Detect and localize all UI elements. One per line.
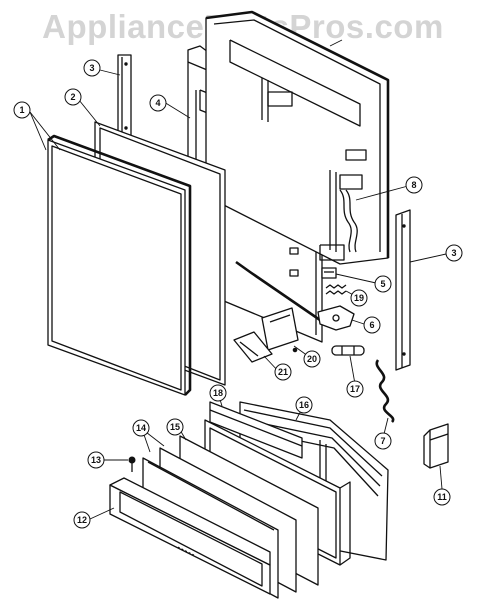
callout-1: 1 xyxy=(13,101,31,119)
svg-text:18: 18 xyxy=(213,388,223,398)
part-front-trim-frame[interactable] xyxy=(109,477,271,595)
callout-3-left: 3 xyxy=(83,59,101,77)
svg-text:1: 1 xyxy=(19,105,24,115)
part-latch-plate[interactable] xyxy=(233,331,273,363)
part-trim-strip-left[interactable] xyxy=(117,54,132,137)
part-trim-strip-right[interactable] xyxy=(395,209,411,371)
callout-18: 18 xyxy=(209,384,227,402)
callout-4: 4 xyxy=(149,94,167,112)
callout-17: 17 xyxy=(346,380,364,398)
svg-text:2: 2 xyxy=(70,92,75,102)
leader-lines xyxy=(29,39,447,520)
callout-5: 5 xyxy=(374,275,392,293)
svg-text:15: 15 xyxy=(170,422,180,432)
svg-text:16: 16 xyxy=(299,400,309,410)
part-spring[interactable] xyxy=(325,284,347,295)
part-latch-pin[interactable] xyxy=(331,345,365,356)
callout-16: 16 xyxy=(295,396,313,414)
part-outer-door-panel[interactable] xyxy=(47,134,192,396)
svg-text:21: 21 xyxy=(278,367,288,377)
svg-text:4: 4 xyxy=(155,98,160,108)
svg-text:3: 3 xyxy=(451,248,456,258)
part-door-spring[interactable] xyxy=(375,359,395,423)
part-hinge-bracket[interactable] xyxy=(321,267,337,279)
svg-text:12: 12 xyxy=(77,515,87,525)
svg-text:7: 7 xyxy=(380,436,385,446)
callout-21: 21 xyxy=(274,363,292,381)
callout-6: 6 xyxy=(363,316,381,334)
callout-14: 14 xyxy=(132,419,150,437)
svg-text:8: 8 xyxy=(411,180,416,190)
callout-12: 12 xyxy=(73,511,91,529)
callout-3-right: 3 xyxy=(445,244,463,262)
svg-text:19: 19 xyxy=(354,293,364,303)
callout-20: 20 xyxy=(303,350,321,368)
part-screw[interactable] xyxy=(128,456,136,472)
part-hinge-arm[interactable] xyxy=(317,305,355,331)
callout-15: 15 xyxy=(166,418,184,436)
svg-text:14: 14 xyxy=(136,423,146,433)
part-foam-block[interactable] xyxy=(209,401,303,459)
callout-2: 2 xyxy=(64,88,82,106)
callout-11: 11 xyxy=(433,488,451,506)
svg-text:13: 13 xyxy=(91,455,101,465)
svg-text:6: 6 xyxy=(369,320,374,330)
callout-7: 7 xyxy=(374,432,392,450)
part-side-seal[interactable] xyxy=(339,189,358,253)
callout-13: 13 xyxy=(87,451,105,469)
part-mount-bracket[interactable] xyxy=(423,423,449,469)
svg-text:5: 5 xyxy=(380,279,385,289)
svg-text:17: 17 xyxy=(350,384,360,394)
svg-text:3: 3 xyxy=(89,63,94,73)
callout-8: 8 xyxy=(405,176,423,194)
part-latch-bracket[interactable] xyxy=(261,307,299,353)
svg-text:11: 11 xyxy=(437,492,447,502)
callout-19: 19 xyxy=(350,289,368,307)
svg-text:20: 20 xyxy=(307,354,317,364)
